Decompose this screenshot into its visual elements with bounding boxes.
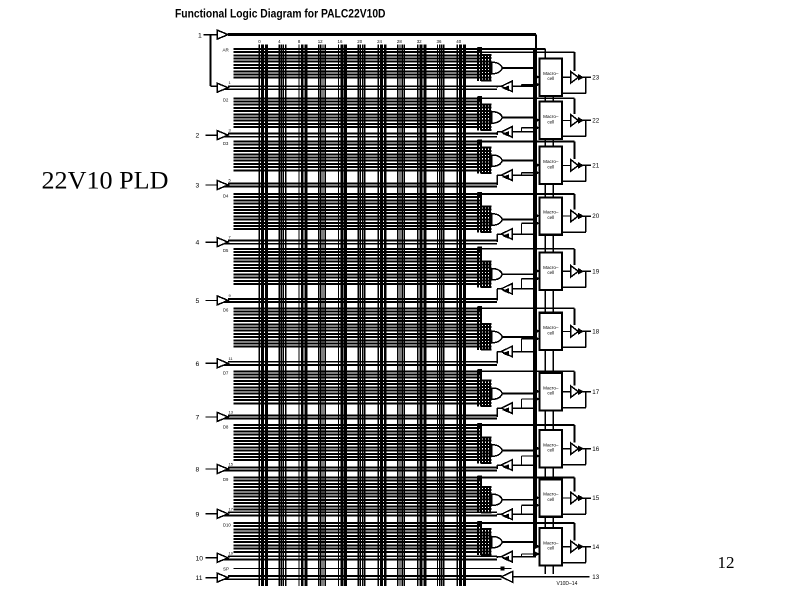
svg-text:20: 20 xyxy=(592,213,599,220)
svg-text:cell: cell xyxy=(547,119,554,124)
svg-text:16: 16 xyxy=(592,446,599,453)
svg-text:cell: cell xyxy=(547,270,554,275)
svg-text:21: 21 xyxy=(592,163,599,170)
svg-text:Macro–: Macro– xyxy=(543,492,559,497)
svg-text:Macro–: Macro– xyxy=(543,385,559,390)
svg-text:13: 13 xyxy=(229,409,234,414)
svg-text:SP: SP xyxy=(223,567,229,572)
svg-text:8: 8 xyxy=(196,467,200,474)
svg-text:Macro–: Macro– xyxy=(543,325,559,330)
svg-text:D2: D2 xyxy=(223,98,229,103)
svg-text:16: 16 xyxy=(338,39,343,44)
svg-text:15: 15 xyxy=(229,462,234,467)
svg-text:12: 12 xyxy=(718,553,735,572)
svg-text:19: 19 xyxy=(229,550,234,555)
svg-text:cell: cell xyxy=(547,330,554,335)
svg-text:1: 1 xyxy=(229,80,232,85)
svg-text:7: 7 xyxy=(229,235,232,240)
svg-text:10: 10 xyxy=(196,555,204,562)
svg-text:Macro–: Macro– xyxy=(543,442,559,447)
svg-text:22V10 PLD: 22V10 PLD xyxy=(42,168,169,195)
svg-text:4: 4 xyxy=(278,39,281,44)
svg-text:13: 13 xyxy=(592,574,599,581)
svg-text:9: 9 xyxy=(196,511,200,518)
svg-text:11: 11 xyxy=(229,356,234,361)
svg-text:22: 22 xyxy=(592,118,599,125)
svg-text:5: 5 xyxy=(229,178,232,183)
svg-text:40: 40 xyxy=(456,39,461,44)
svg-text:17: 17 xyxy=(592,389,599,396)
svg-text:D7: D7 xyxy=(223,371,229,376)
svg-text:D5: D5 xyxy=(223,248,229,253)
svg-text:0: 0 xyxy=(258,39,261,44)
svg-text:D10: D10 xyxy=(223,522,231,527)
svg-text:Macro–: Macro– xyxy=(543,265,559,270)
svg-text:24: 24 xyxy=(377,39,382,44)
svg-text:3: 3 xyxy=(229,128,232,133)
svg-text:12: 12 xyxy=(318,39,323,44)
svg-text:cell: cell xyxy=(547,215,554,220)
svg-text:20: 20 xyxy=(357,39,362,44)
svg-text:17: 17 xyxy=(229,506,234,511)
svg-text:28: 28 xyxy=(397,39,402,44)
svg-text:cell: cell xyxy=(547,164,554,169)
svg-text:cell: cell xyxy=(547,76,554,81)
svg-text:36: 36 xyxy=(437,39,442,44)
svg-text:D3: D3 xyxy=(223,141,229,146)
svg-text:15: 15 xyxy=(592,495,599,502)
svg-text:D9: D9 xyxy=(223,477,229,482)
svg-text:D8: D8 xyxy=(223,424,229,429)
svg-text:4: 4 xyxy=(196,240,200,247)
svg-text:cell: cell xyxy=(547,546,554,551)
svg-text:9: 9 xyxy=(229,293,232,298)
svg-text:cell: cell xyxy=(547,391,554,396)
svg-text:2: 2 xyxy=(196,133,200,140)
svg-text:18: 18 xyxy=(592,329,599,336)
svg-text:32: 32 xyxy=(417,39,422,44)
svg-text:cell: cell xyxy=(547,448,554,453)
svg-text:14: 14 xyxy=(592,544,599,551)
svg-text:8: 8 xyxy=(298,39,301,44)
svg-text:Macro–: Macro– xyxy=(543,159,559,164)
svg-text:Macro–: Macro– xyxy=(543,114,559,119)
svg-text:5: 5 xyxy=(196,298,200,305)
svg-text:D6: D6 xyxy=(223,308,229,313)
svg-text:Macro–: Macro– xyxy=(543,540,559,545)
svg-text:7: 7 xyxy=(196,415,200,422)
svg-text:23: 23 xyxy=(592,75,599,82)
svg-text:19: 19 xyxy=(592,269,599,276)
svg-text:6: 6 xyxy=(196,361,200,368)
svg-text:Macro–: Macro– xyxy=(543,71,559,76)
svg-text:Macro–: Macro– xyxy=(543,210,559,215)
svg-text:D4: D4 xyxy=(223,193,229,198)
svg-text:cell: cell xyxy=(547,497,554,502)
svg-text:11: 11 xyxy=(196,575,203,582)
svg-text:AR: AR xyxy=(223,48,230,53)
svg-text:V10D–14: V10D–14 xyxy=(557,581,578,587)
svg-text:1: 1 xyxy=(198,32,202,39)
svg-text:3: 3 xyxy=(196,183,200,190)
svg-text:Functional Logic Diagram for P: Functional Logic Diagram for PALC22V10D xyxy=(175,7,386,21)
